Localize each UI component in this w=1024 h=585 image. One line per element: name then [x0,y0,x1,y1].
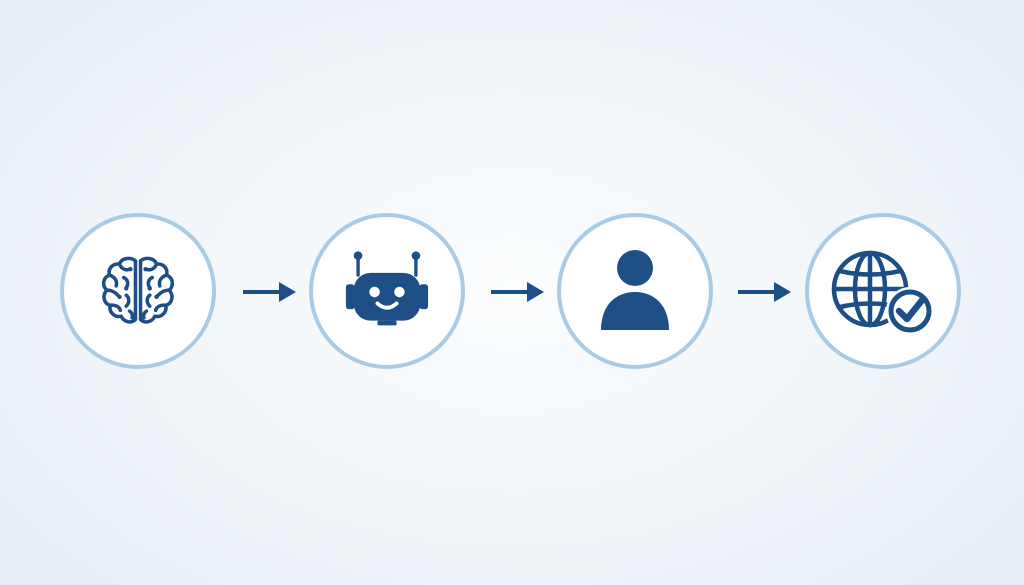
user-icon [601,250,669,330]
step-globe-check-node [805,213,961,369]
step-brain-node [60,213,216,369]
step-user-node [557,213,713,369]
globe-check-icon [831,250,934,335]
robot-icon [345,251,429,326]
brain-icon [101,256,175,324]
arrow-right-icon [738,282,791,302]
arrow-right-icon [491,282,544,302]
arrow-right-icon [243,282,296,302]
step-robot-node [309,213,465,369]
